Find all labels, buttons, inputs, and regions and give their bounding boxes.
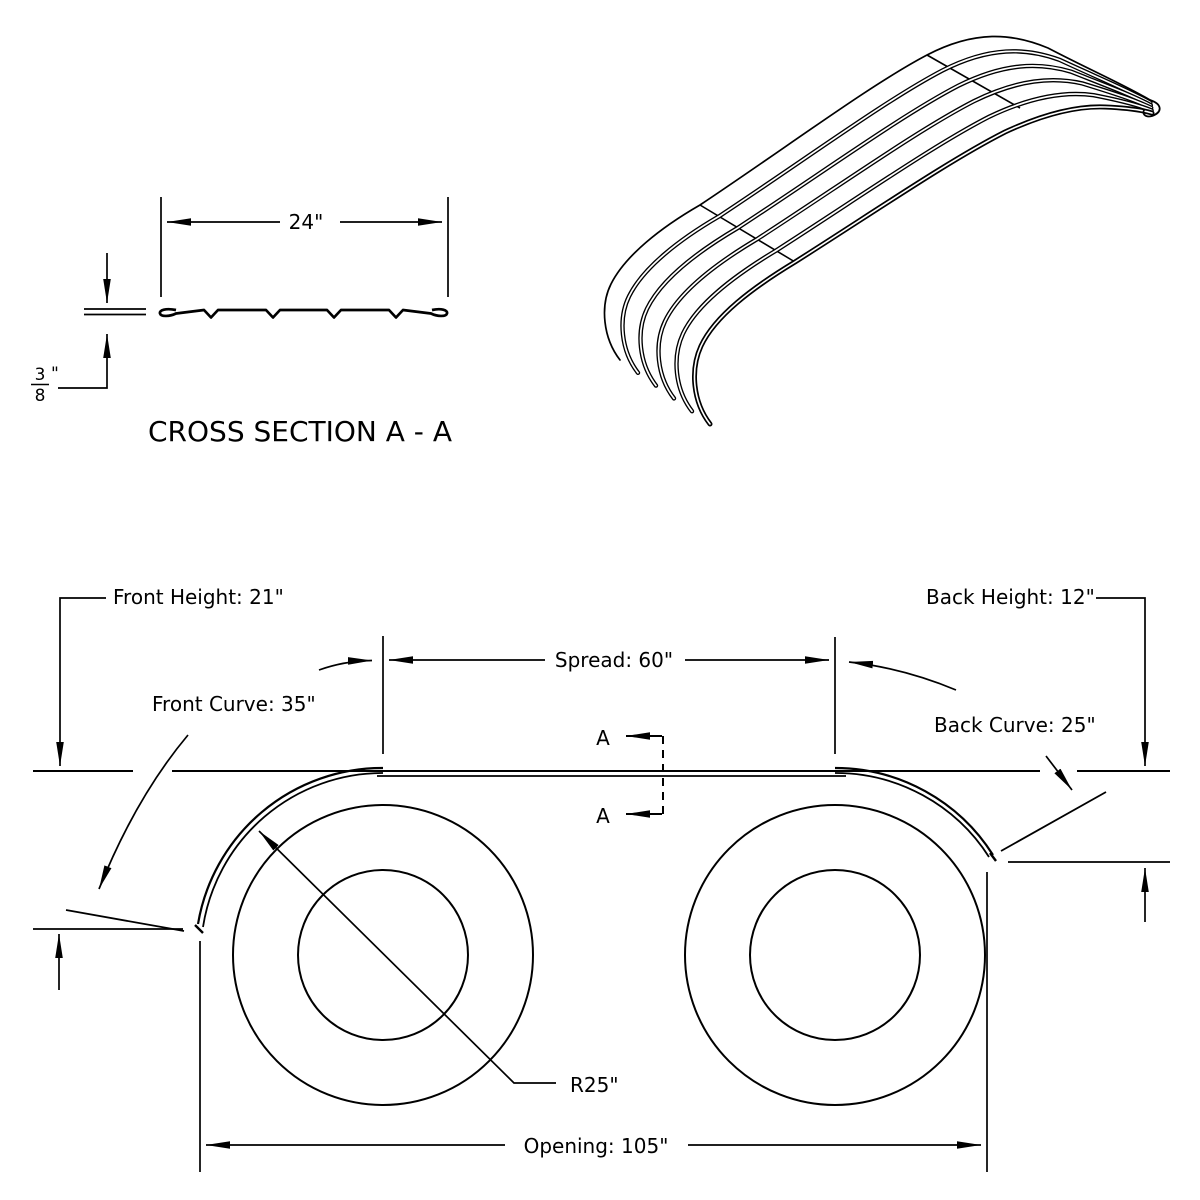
- section-cut-marker: A A: [596, 726, 664, 828]
- curve-measure-hook-left: [318, 657, 373, 671]
- front-curve-outer: [196, 766, 384, 925]
- front-tip-hook: [194, 924, 204, 934]
- side-view: Front Height: 21" Back Height: 12" Sprea…: [33, 585, 1170, 1172]
- spread-dimension: Spread: 60": [318, 636, 957, 754]
- fender-tip-curl: [1142, 99, 1161, 118]
- width-dimension-label: 24": [289, 210, 324, 234]
- back-tip-hook: [989, 852, 997, 862]
- back-wheel: [684, 804, 986, 1106]
- fender-rail-line: [639, 65, 1152, 387]
- front-curve-label: Front Curve: 35": [152, 692, 316, 716]
- sheet-profile: [158, 307, 449, 319]
- fraction-denominator: 8: [35, 386, 46, 406]
- fender-rail-line: [621, 50, 1152, 374]
- fender-rib-lines: [603, 35, 1155, 427]
- front-tire-circle: [232, 804, 534, 1106]
- isometric-view: [603, 35, 1161, 427]
- back-height-leader-arrow: [1096, 597, 1149, 766]
- cross-section-view: 24" 3 8 " CROSS SECTION A - A: [31, 197, 452, 448]
- radius-callout: R25": [258, 830, 619, 1097]
- fender-rail-line: [693, 106, 1153, 425]
- radius-label: R25": [570, 1073, 619, 1097]
- spread-label: Spread: 60": [555, 648, 673, 672]
- cross-section-title: CROSS SECTION A - A: [148, 415, 452, 448]
- back-height-dimension: Back Height: 12": [926, 585, 1149, 922]
- back-curve-leader: [1045, 755, 1073, 791]
- fender-rail-line: [603, 35, 1151, 361]
- inch-mark: ": [51, 364, 59, 384]
- fender-rail-line: [674, 91, 1154, 414]
- front-height-label: Front Height: 21": [113, 585, 284, 609]
- back-height-label: Back Height: 12": [926, 585, 1095, 609]
- opening-dimension: Opening: 105": [199, 872, 988, 1172]
- thickness-dimension-label: 3 8 ": [31, 364, 59, 406]
- fender-rail-line: [657, 79, 1153, 400]
- surface-break-line: [926, 54, 1021, 109]
- back-tire-circle: [684, 804, 986, 1106]
- fender-rail-line: [620, 49, 1153, 375]
- opening-label: Opening: 105": [524, 1134, 669, 1158]
- fender-rail-line: [656, 78, 1154, 401]
- fraction-numerator: 3: [35, 365, 46, 385]
- front-tangent-line: [65, 909, 185, 932]
- section-letter-top: A: [596, 726, 610, 750]
- back-curve-label: Back Curve: 25": [934, 713, 1096, 737]
- fender-rail-line: [675, 93, 1153, 413]
- back-curve-outer: [834, 766, 994, 856]
- back-curve-callout: Back Curve: 25": [934, 713, 1096, 791]
- back-curve-inner: [834, 772, 990, 858]
- back-rim-circle: [749, 869, 921, 1041]
- thickness-arrow-up: [58, 334, 111, 389]
- curve-measure-hook-right: [848, 660, 957, 691]
- front-curve-inner: [202, 772, 384, 928]
- section-letter-bottom: A: [596, 804, 610, 828]
- front-height-dimension: Front Height: 21": [55, 585, 284, 990]
- front-rim-circle: [297, 869, 469, 1041]
- front-curve-callout: Front Curve: 35": [98, 692, 316, 890]
- front-wheel: [232, 804, 534, 1106]
- fender-rail-line: [638, 63, 1153, 388]
- surface-break-line: [699, 204, 796, 263]
- radius-leader: [258, 830, 556, 1084]
- front-height-leader-arrow: [56, 597, 106, 766]
- front-curve-leader: [98, 734, 189, 890]
- back-tangent-line: [1000, 791, 1107, 852]
